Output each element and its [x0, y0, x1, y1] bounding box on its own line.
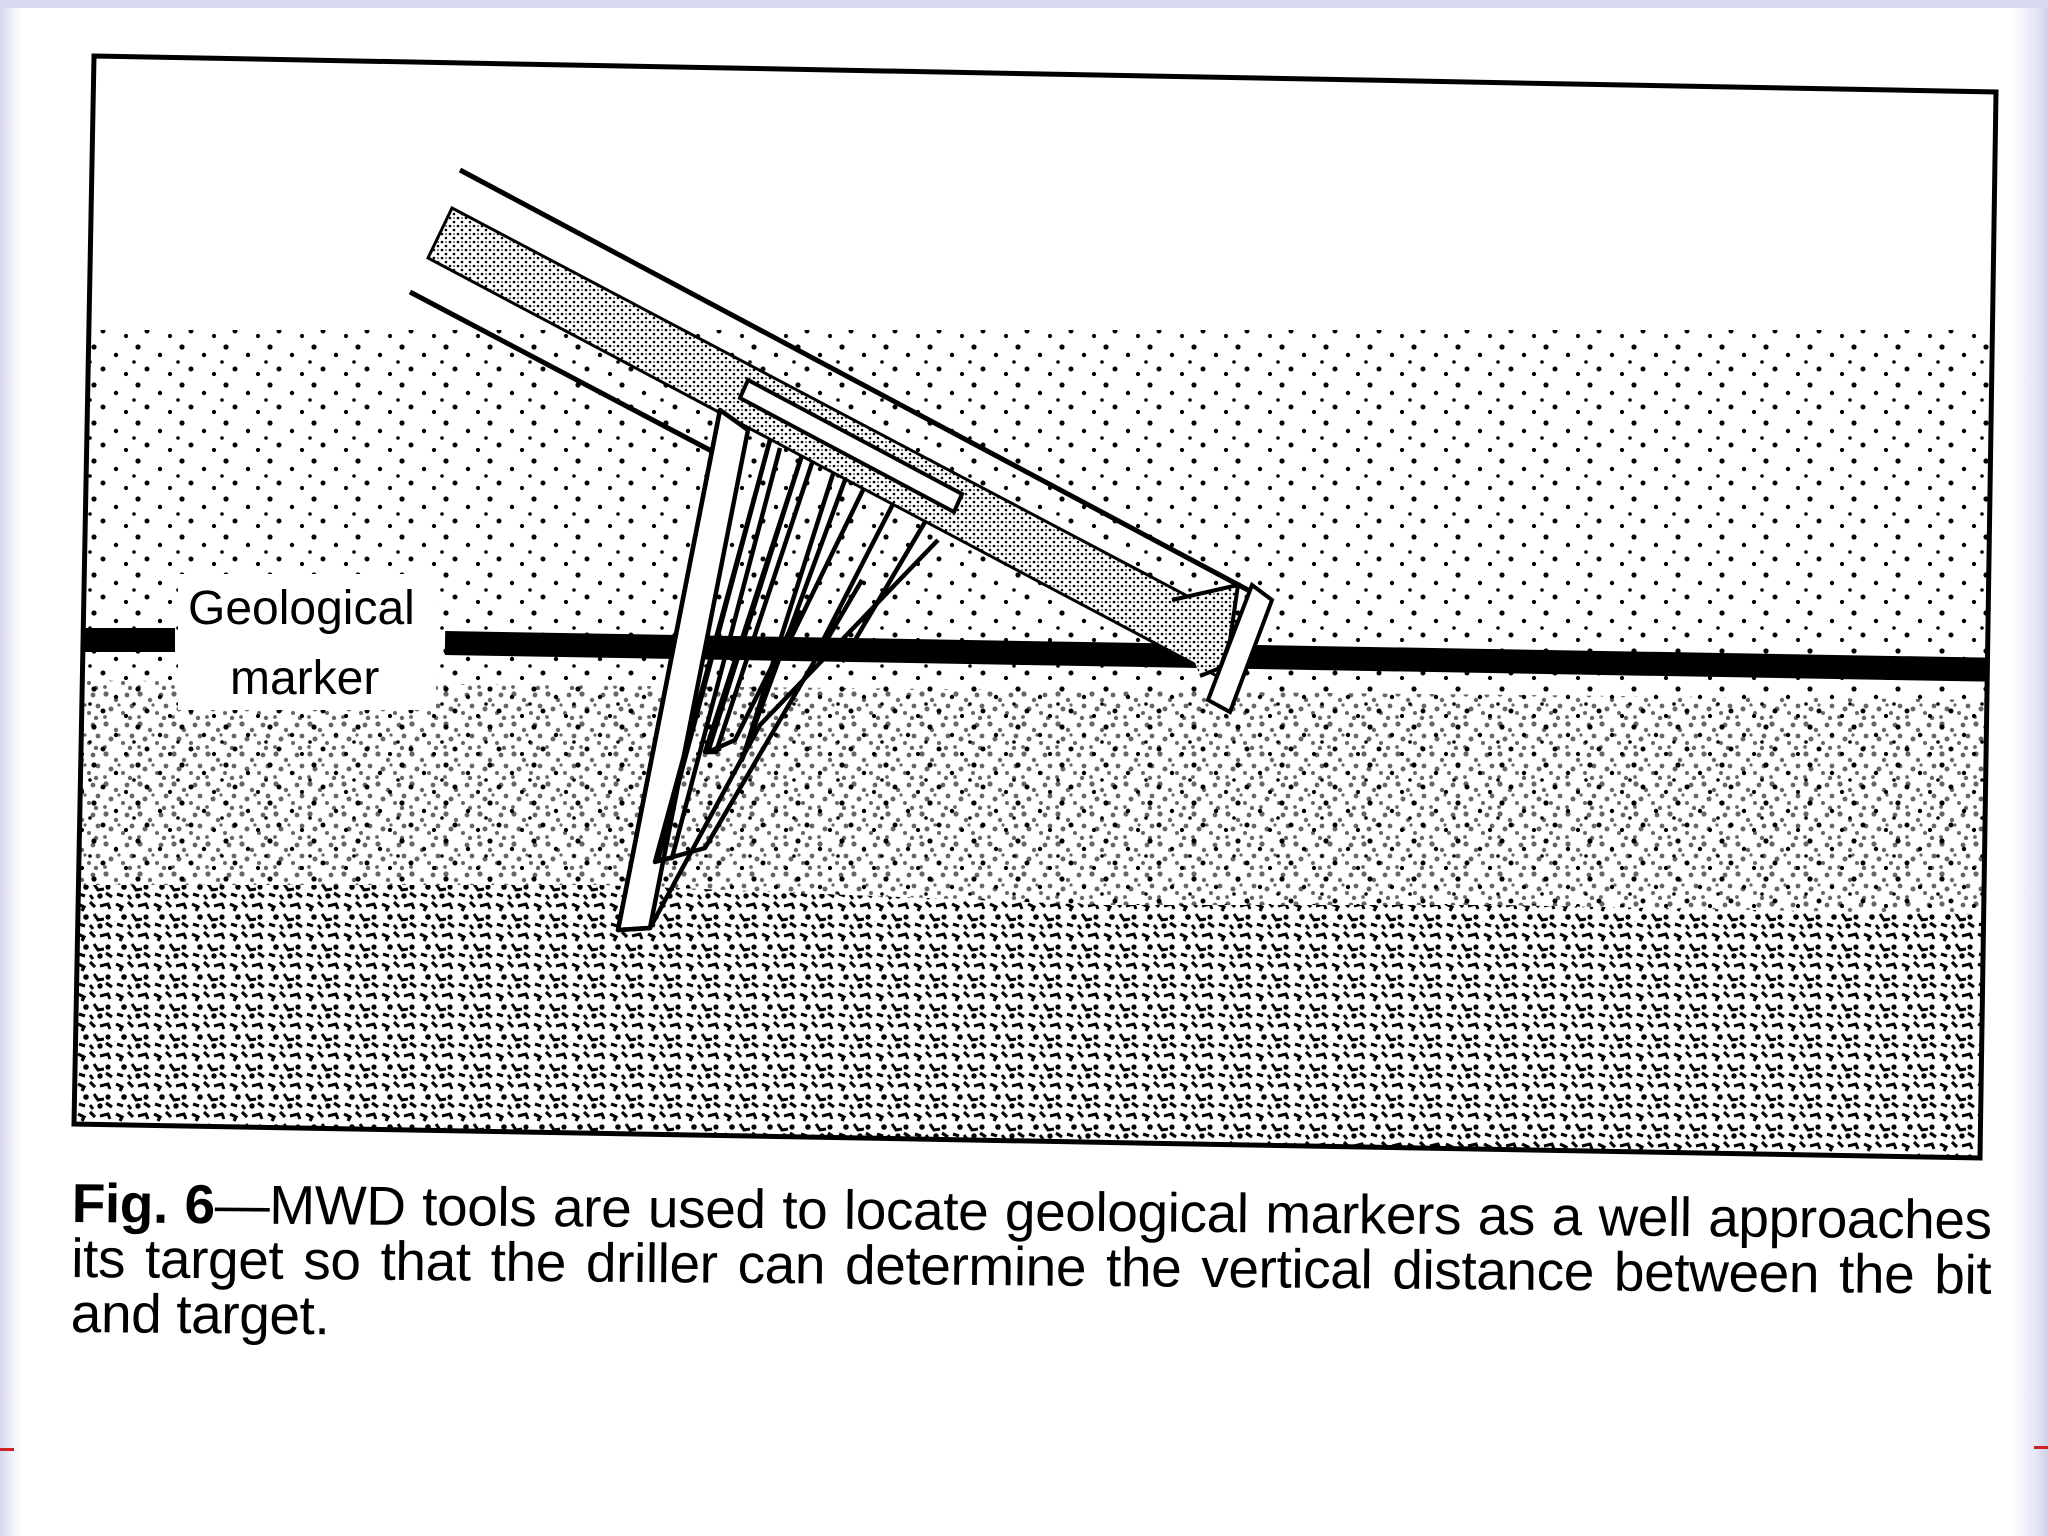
left-accent-rule [0, 1448, 14, 1451]
mwd-sensor-sub [737, 377, 965, 515]
mwd-investigation-signals [615, 407, 940, 933]
borehole-upper-wall [458, 167, 1250, 593]
marker-label-line1: Geological [188, 582, 415, 635]
marker-label-line2: marker [230, 652, 379, 705]
slide-top-band [0, 0, 2048, 8]
marker-label-background [178, 574, 436, 710]
caption-text: —MWD tools are used to locate geological… [70, 1173, 1992, 1347]
right-accent-rule [2034, 1446, 2048, 1449]
bit-cutter-detail [1171, 582, 1241, 678]
caption-figure-number: Fig. 6 [71, 1172, 216, 1236]
figure-caption: Fig. 6—MWD tools are used to locate geol… [70, 1172, 1992, 1358]
figure-frame-border [71, 53, 1999, 1161]
lower-target-formation [74, 885, 1996, 1158]
borehole-lower-wall [408, 289, 742, 469]
